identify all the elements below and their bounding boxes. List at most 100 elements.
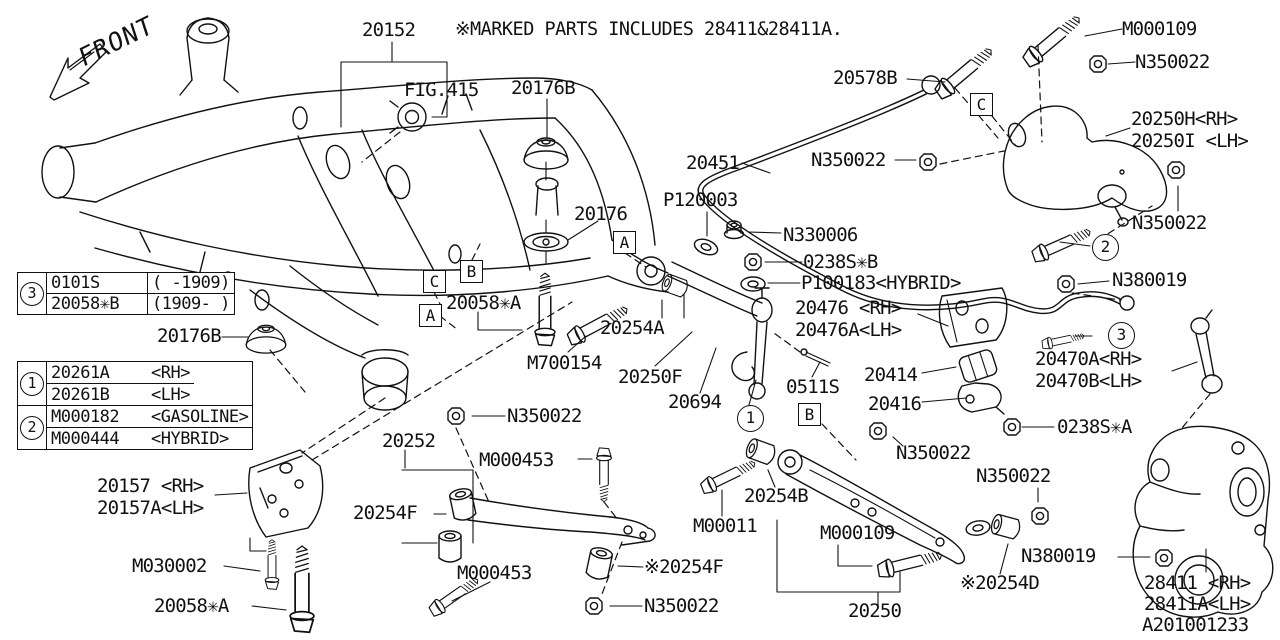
- label-20157-rh: 20157 <RH>: [97, 475, 204, 497]
- label-20476-rh: 20476 <RH>: [795, 297, 902, 319]
- callout-circle-3: 3: [1108, 322, 1135, 349]
- table-callout-cell: 3: [18, 273, 47, 314]
- label-0238s-b: 0238S✳B: [803, 251, 878, 273]
- callout-box-b: B: [460, 260, 483, 283]
- label-20694: 20694: [668, 391, 722, 413]
- lower-arm-20250: [743, 436, 1023, 565]
- label-m030002: M030002: [132, 555, 207, 577]
- fig415-bushing: [389, 100, 427, 134]
- stabilizer-bar: [697, 75, 1135, 315]
- label-20250: 20250: [848, 600, 902, 622]
- part-number-cell: M000444: [51, 428, 120, 449]
- upper-control-arm: [1002, 105, 1168, 227]
- part-number-cell: 0101S: [47, 273, 148, 293]
- table-row: 20058✳B (1909- ): [47, 293, 234, 314]
- application-cell: <LH>: [151, 384, 190, 405]
- label-p100183-hybrid: P100183<HYBRID>: [801, 272, 961, 294]
- part-number-cell: 20261A: [51, 362, 110, 383]
- upper-lateral-link-20252: [438, 486, 656, 582]
- table-group-1: 1 20261A <RH> 20261B <LH>: [18, 362, 252, 405]
- callout-box-c: C: [423, 270, 446, 293]
- part-number-cell: M000182: [51, 406, 120, 427]
- application-cell: (1909- ): [152, 294, 230, 314]
- label-n350022-arm1: N350022: [896, 442, 971, 464]
- application-table-top: 3 0101S ( -1909) 20058✳B (1909- ): [17, 272, 235, 315]
- label-n350022-upper-arm: N350022: [811, 149, 886, 171]
- subframe-crossmember: [41, 17, 669, 411]
- label-m000109-top: M000109: [1122, 18, 1197, 40]
- label-20058a-mid: 20058✳A: [446, 292, 521, 314]
- label-20252: 20252: [382, 430, 436, 452]
- label-a201001233: A201001233: [1142, 614, 1249, 636]
- label-fig-415: FIG.415: [404, 79, 479, 101]
- label-p120003: P120003: [663, 189, 738, 211]
- callout-circle-1: 1: [20, 371, 44, 396]
- application-cell: <HYBRID>: [151, 428, 229, 449]
- leader-lines: [214, 28, 1207, 611]
- callout-box-a: A: [613, 231, 636, 254]
- label-20414: 20414: [864, 364, 918, 386]
- label-28411-rh: 28411 <RH>: [1144, 572, 1251, 594]
- label-n350022-link-top: N350022: [507, 405, 582, 427]
- rear-knuckle: [1132, 425, 1274, 618]
- application-cell: <RH>: [151, 362, 190, 383]
- label-20470a-rh: 20470A<RH>: [1035, 348, 1142, 370]
- table-row: 20261B <LH>: [47, 383, 194, 405]
- application-cell: <GASOLINE>: [151, 406, 249, 427]
- label-20254f: 20254F: [353, 502, 418, 524]
- label-m000453-lower: M000453: [457, 562, 532, 584]
- callout-circle-3: 3: [20, 281, 44, 306]
- label-20254d-marked: ※20254D: [960, 572, 1040, 594]
- stabilizer-link-20470: [1190, 309, 1223, 394]
- label-n350022-arm2: N350022: [976, 465, 1051, 487]
- table-row: M000182 <GASOLINE>: [47, 406, 252, 427]
- label-20176: 20176: [574, 203, 628, 225]
- label-20470b-lh: 20470B<LH>: [1035, 370, 1142, 392]
- marked-parts-note: ※MARKED PARTS INCLUDES 28411&28411A.: [455, 19, 843, 40]
- callout-circle-1: 1: [737, 405, 764, 432]
- part-number-cell: 20058✳B: [47, 294, 148, 314]
- label-m700154: M700154: [527, 352, 602, 374]
- label-20250h-rh: 20250H<RH>: [1131, 108, 1238, 130]
- callout-circle-2: 2: [1092, 234, 1119, 261]
- label-n330006: N330006: [783, 224, 858, 246]
- callout-box-a: A: [419, 304, 442, 327]
- label-m000453-upper: M000453: [479, 449, 554, 471]
- label-20254f-marked: ※20254F: [644, 556, 724, 578]
- application-table-left: 1 20261A <RH> 20261B <LH> 2 M000182: [17, 361, 254, 450]
- label-n380019-knuckle: N380019: [1021, 545, 1096, 567]
- label-20254a: 20254A: [600, 317, 665, 339]
- label-28411a-lh: 28411A<LH>: [1144, 593, 1251, 615]
- callout-circle-2: 2: [20, 415, 44, 440]
- front-arrow-icon: [49, 43, 107, 101]
- label-20176b-left: 20176B: [157, 325, 222, 347]
- construction-lines: [269, 44, 1211, 595]
- label-0238s-a: 0238S✳A: [1057, 416, 1132, 438]
- table-callout-cell: 1: [18, 362, 47, 405]
- label-20250f: 20250F: [618, 366, 683, 388]
- front-lateral-link: [636, 256, 831, 400]
- label-20058a-bottom: 20058✳A: [154, 595, 229, 617]
- table-callout-cell: 2: [18, 406, 47, 449]
- label-20176b-top: 20176B: [511, 77, 576, 99]
- table-group-2: 2 M000182 <GASOLINE> M000444 <HYBRID>: [18, 405, 253, 449]
- label-20476a-lh: 20476A<LH>: [795, 319, 902, 341]
- callout-box-c: C: [970, 93, 993, 116]
- label-20157a-lh: 20157A<LH>: [97, 497, 204, 519]
- label-n350022-balljoint: N350022: [1132, 212, 1207, 234]
- application-cell: ( -1909): [152, 273, 230, 293]
- label-n350022-top-right: N350022: [1135, 51, 1210, 73]
- label-m00011: M00011: [693, 515, 758, 537]
- table-row: 0101S ( -1909): [47, 273, 234, 293]
- part-number-cell: 20261B: [51, 384, 110, 405]
- label-20152: 20152: [362, 19, 416, 41]
- bracket-20157: [248, 449, 324, 538]
- label-20578b: 20578B: [833, 67, 898, 89]
- label-20250i-lh: 20250I <LH>: [1131, 130, 1249, 152]
- label-20451: 20451: [686, 152, 740, 174]
- label-m000109-bottom: M000109: [820, 522, 895, 544]
